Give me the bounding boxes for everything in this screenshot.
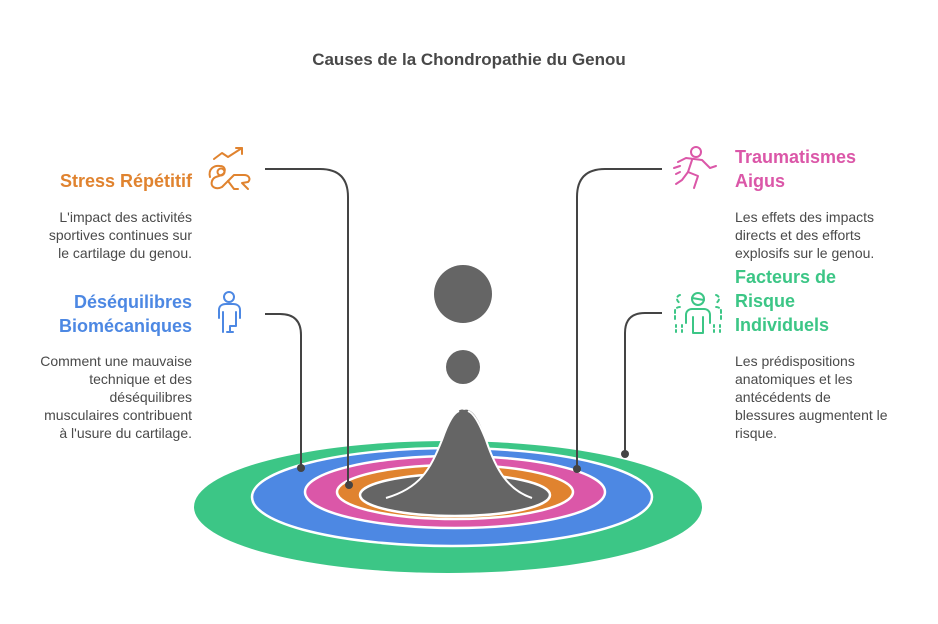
description-line: Comment une mauvaise [40, 353, 192, 369]
connector-dot-desequilibres [297, 464, 305, 472]
description-line: musculaires contribuent [44, 407, 192, 423]
heading-line: Traumatismes [735, 147, 857, 167]
connector-dot-traumatismes [573, 465, 581, 473]
heading-line: Déséquilibres [73, 292, 192, 312]
description-line: blessures augmentent le [735, 407, 888, 423]
description-line: explosifs sur le genou. [735, 245, 875, 261]
description-facteurs: Les prédispositions anatomiques et les a… [735, 352, 925, 442]
splash-peak-outline-left [385, 410, 460, 499]
heading-line: Stress Répétitif [59, 171, 192, 191]
heading-stress-repetitif: Stress Répétitif [20, 169, 192, 193]
heading-traumatismes: Traumatismes Aigus [735, 145, 925, 193]
description-line: risque. [735, 425, 778, 441]
description-line: antécédents de [735, 389, 831, 405]
description-line: le cartilage du genou. [58, 245, 192, 261]
description-line: technique et des [89, 371, 192, 387]
heading-desequilibres: Déséquilibres Biomécaniques [20, 290, 192, 338]
group-people-icon [674, 292, 722, 334]
description-line: anatomiques et les [735, 371, 853, 387]
diagram-title: Causes de la Chondropathie du Genou [312, 50, 626, 69]
runner-trend-icon [208, 147, 251, 190]
heading-line: Risque [735, 291, 796, 311]
description-traumatismes: Les effets des impacts directs et des ef… [735, 208, 925, 262]
droplet-small [446, 350, 480, 384]
heading-line: Individuels [735, 315, 830, 335]
description-line: L'impact des activités [59, 209, 192, 225]
splash-peak-outline-right [467, 410, 533, 499]
connector-facteurs [624, 312, 662, 454]
heading-line: Aigus [735, 171, 786, 191]
connector-dot-facteurs [621, 450, 629, 458]
description-line: sportives continues sur [48, 227, 192, 243]
heading-line: Biomécaniques [58, 316, 192, 336]
description-desequilibres: Comment une mauvaise technique et des dé… [10, 352, 192, 442]
connector-dot-stress-repetitif [345, 481, 353, 489]
description-line: directs et des efforts [735, 227, 861, 243]
description-line: à l'usure du cartilage. [59, 425, 192, 441]
person-imbalance-icon [218, 291, 241, 333]
description-line: Les effets des impacts [735, 209, 875, 225]
running-person-icon [673, 146, 717, 189]
heading-line: Facteurs de [735, 267, 837, 287]
description-line: déséquilibres [109, 389, 193, 405]
description-line: Les prédispositions [735, 353, 855, 369]
description-stress-repetitif: L'impact des activités sportives continu… [20, 208, 192, 262]
connector-traumatismes [576, 168, 662, 469]
connector-stress-repetitif [265, 168, 349, 485]
heading-facteurs: Facteurs de Risque Individuels [735, 265, 925, 337]
connector-desequilibres [265, 313, 302, 468]
droplet-large [434, 265, 492, 323]
